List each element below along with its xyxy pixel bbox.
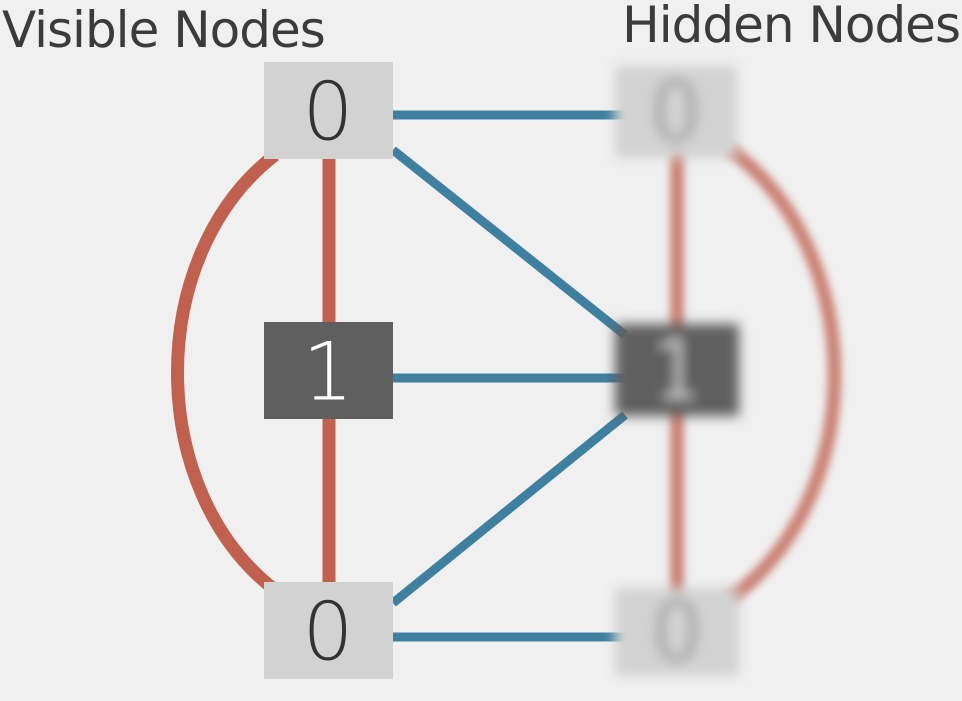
edge-vtop-hmid <box>390 146 628 339</box>
visible-intra-edges <box>171 149 336 596</box>
visible-node-top: 0 <box>264 62 393 159</box>
hidden-edge-top-bot-arc <box>723 142 842 606</box>
hidden-node-bot-value: 0 <box>652 586 703 679</box>
hidden-intra-edges <box>670 130 842 606</box>
inter-layer-edges <box>390 110 628 642</box>
visible-node-top-value: 0 <box>303 66 354 159</box>
edge-vbot-hmid <box>390 411 628 607</box>
hidden-node-mid: 1 <box>615 324 739 417</box>
hidden-node-top: 0 <box>615 66 737 159</box>
hidden-node-mid-value: 1 <box>652 324 703 417</box>
visible-node-bot-value: 0 <box>303 586 354 679</box>
visible-node-mid-value: 1 <box>303 326 354 419</box>
visible-nodes-heading: Visible Nodes <box>2 1 325 59</box>
hidden-nodes-heading: Hidden Nodes <box>622 0 960 54</box>
visible-edge-top-bot-arc <box>171 149 279 596</box>
visible-node-bot: 0 <box>264 582 393 679</box>
hidden-nodes: 0 1 0 <box>615 66 739 679</box>
hidden-node-top-value: 0 <box>651 66 702 159</box>
hidden-node-bot: 0 <box>615 586 739 679</box>
visible-node-mid: 1 <box>264 322 393 419</box>
visible-nodes: 0 1 0 <box>264 62 393 679</box>
